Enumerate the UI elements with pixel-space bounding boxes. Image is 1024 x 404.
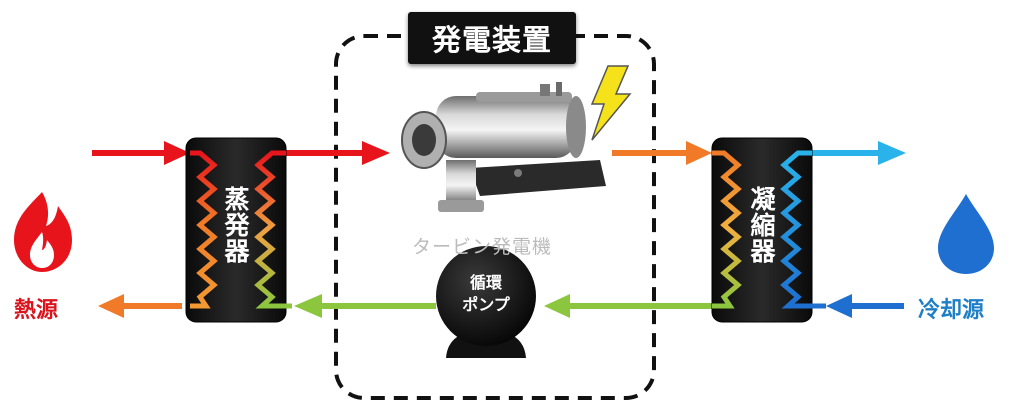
pump-label-line2: ポンプ: [462, 295, 510, 314]
evaporator-heat-coil: [190, 150, 218, 309]
cooling-outlet-arrow: [812, 141, 906, 165]
condenser-fluid-coil: [712, 150, 742, 309]
evaporator: [185, 137, 292, 323]
circulation-pump: [436, 246, 536, 358]
condenser-cooling-coil: [780, 150, 826, 309]
evaporator-label: 蒸発器: [221, 186, 250, 264]
pump-label-line1: 循環: [469, 273, 502, 292]
power-unit-title: 発電装置: [431, 23, 552, 57]
pump-to-evaporator-arrow: [294, 294, 436, 318]
evaporator-fluid-coil: [254, 150, 292, 309]
power-unit-title-box: 発電装置: [408, 12, 576, 64]
lightning-icon: [590, 65, 632, 141]
condenser-label: 凝縮器: [747, 186, 776, 264]
vapor-to-turbine-arrow: [286, 141, 390, 165]
heat-return-arrow: [98, 294, 182, 318]
flame-icon: [14, 192, 72, 272]
condensate-to-pump-arrow: [544, 294, 712, 318]
exhaust-to-condenser-arrow: [612, 141, 712, 165]
cooling-source-label: 冷却源: [918, 298, 985, 323]
water-drop-icon: [938, 194, 994, 274]
power-unit-boundary: [334, 34, 656, 400]
pump-label: 循環 ポンプ: [436, 272, 536, 316]
turbine-generator-label: タービン発電機: [412, 236, 553, 258]
turbine-generator-image: [401, 82, 606, 212]
heat-source-label: 熱源: [14, 298, 59, 323]
hot-inlet-arrow: [92, 141, 190, 165]
condenser: [711, 137, 826, 323]
cooling-inlet-arrow: [826, 294, 904, 318]
